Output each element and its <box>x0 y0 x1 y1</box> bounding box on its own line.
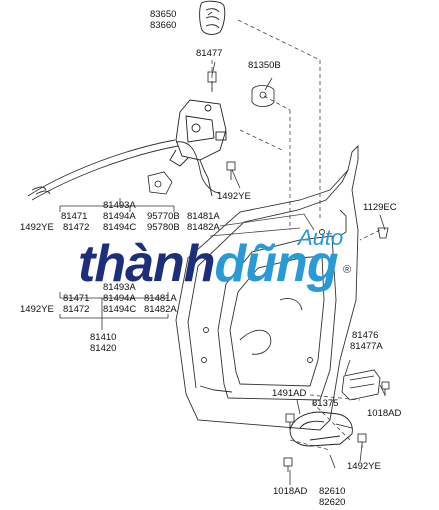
label-81472: 81472 <box>63 222 90 233</box>
window-regulator <box>209 213 315 237</box>
label-82620: 82620 <box>319 497 346 508</box>
label-81476: 81476 <box>352 330 379 341</box>
screw-1492ye-top <box>226 161 236 180</box>
label-81494c-2: 81494C <box>103 304 137 315</box>
label-81472-2: 81472 <box>63 304 90 315</box>
label-83660: 83660 <box>150 20 177 31</box>
label-1492ye-bottom: 1492YE <box>347 461 381 472</box>
label-81471-2: 81471 <box>63 293 90 304</box>
label-82610: 82610 <box>319 486 346 497</box>
label-81350b: 81350B <box>248 60 281 71</box>
label-81494a-2: 81494A <box>103 293 136 304</box>
screw-1492ye-bottom <box>357 433 367 448</box>
watermark-registered: ® <box>343 264 352 276</box>
label-1018ad-right: 1018AD <box>367 408 402 419</box>
label-81477: 81477 <box>196 48 223 59</box>
watermark-auto: Auto <box>298 225 344 250</box>
screw-1491ad <box>285 413 295 430</box>
label-1491ad: 1491AD <box>272 388 307 399</box>
label-83650: 83650 <box>150 9 177 20</box>
screw-1018ad-bottom <box>283 457 293 472</box>
watermark-part1: thành <box>78 235 216 293</box>
screw-81477 <box>207 71 217 92</box>
bracket-81350b <box>251 85 275 107</box>
label-95780b: 95780B <box>147 222 180 233</box>
label-1492ye-top: 1492YE <box>217 191 251 202</box>
label-81420: 81420 <box>90 343 117 354</box>
label-81494a: 81494A <box>103 211 136 222</box>
solid-leaders <box>59 11 386 485</box>
label-1492ye-2: 1492YE <box>20 304 54 315</box>
label-81481a: 81481A <box>187 211 220 222</box>
door-latch-assembly <box>169 99 227 197</box>
outside-handle <box>199 0 226 35</box>
actuator-part <box>147 171 173 195</box>
label-81477a: 81477A <box>350 341 383 352</box>
label-81493a: 81493A <box>103 200 136 211</box>
label-1129ec: 1129EC <box>363 202 397 213</box>
label-81482a-2: 81482A <box>144 304 177 315</box>
label-81375: 81375 <box>312 398 339 409</box>
label-81493a-2: 81493A <box>103 282 136 293</box>
label-81482a: 81482A <box>187 222 220 233</box>
label-81410: 81410 <box>90 332 117 343</box>
watermark-logo: thànhdũng <box>78 235 339 293</box>
label-1018ad-bottom: 1018AD <box>273 486 308 497</box>
label-81481a-2: 81481A <box>144 293 177 304</box>
watermark-part2: dũng <box>214 235 339 293</box>
clip-1129ec <box>377 227 389 239</box>
inside-handle <box>289 411 353 447</box>
label-1492ye: 1492YE <box>20 222 54 233</box>
bracket-81476 <box>341 369 381 401</box>
label-81471: 81471 <box>61 211 88 222</box>
door-cables <box>27 139 221 201</box>
screw-1018ad-right <box>381 381 390 396</box>
door-frame <box>175 144 359 431</box>
label-81494c: 81494C <box>103 222 137 233</box>
label-95770b: 95770B <box>147 211 180 222</box>
